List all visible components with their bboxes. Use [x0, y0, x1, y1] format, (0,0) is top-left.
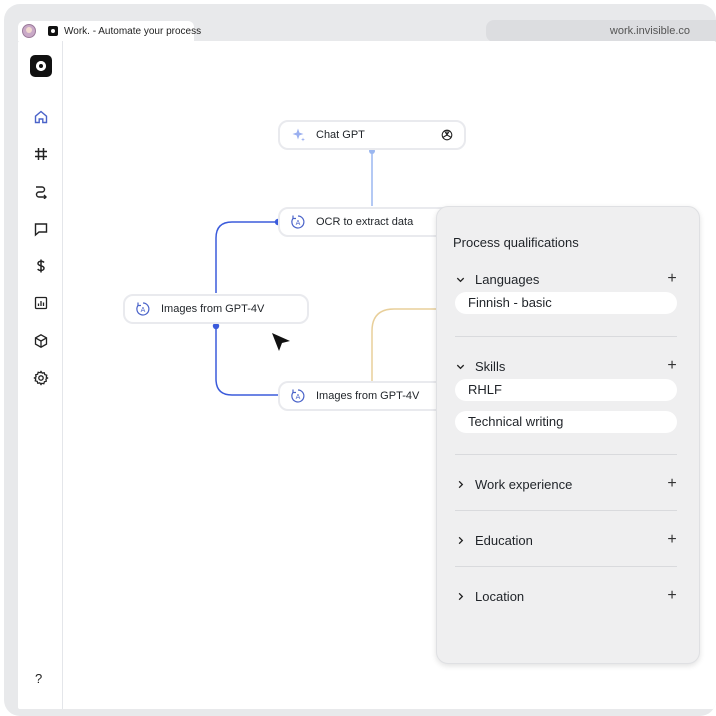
section-education[interactable]: Education +: [453, 531, 679, 549]
favicon-icon: [48, 26, 58, 36]
chevron-right-icon: [453, 533, 467, 547]
connector-images-ocr: [215, 221, 278, 293]
sparkle-icon: [290, 127, 306, 143]
browser-window: Work. - Automate your process work.invis…: [4, 4, 716, 716]
process-qualifications-panel: Process qualifications Languages + Finni…: [436, 206, 700, 664]
section-skills[interactable]: Skills +: [453, 357, 679, 375]
browser-tab-bar: Work. - Automate your process work.invis…: [4, 4, 716, 42]
svg-text:A: A: [296, 394, 301, 401]
section-location[interactable]: Location +: [453, 587, 679, 605]
section-label: Skills: [475, 358, 506, 374]
sidebar: ?: [18, 41, 63, 709]
node-label: Images from GPT-4V: [316, 390, 420, 402]
workflow-icon[interactable]: [32, 182, 50, 200]
section-work-experience[interactable]: Work experience +: [453, 475, 679, 493]
panel-title: Process qualifications: [453, 235, 579, 250]
divider: [455, 566, 677, 567]
browser-tab[interactable]: Work. - Automate your process: [18, 21, 201, 41]
chevron-down-icon: [453, 359, 467, 373]
section-label: Work experience: [475, 476, 573, 492]
chevron-right-icon: [453, 477, 467, 491]
section-label: Languages: [475, 271, 540, 287]
add-work-experience-button[interactable]: +: [667, 475, 677, 492]
add-language-button[interactable]: +: [667, 270, 677, 287]
svg-text:A: A: [296, 220, 301, 227]
app-window: ? Chat GPT: [18, 41, 716, 709]
skill-item[interactable]: RHLF: [455, 379, 677, 401]
section-languages[interactable]: Languages +: [453, 270, 679, 288]
add-education-button[interactable]: +: [667, 531, 677, 548]
section-label: Education: [475, 532, 533, 548]
chevron-right-icon: [453, 589, 467, 603]
home-icon[interactable]: [32, 108, 50, 126]
chat-icon[interactable]: [32, 220, 50, 238]
auto-icon: A: [290, 388, 306, 404]
language-item[interactable]: Finnish - basic: [455, 292, 677, 314]
divider: [455, 454, 677, 455]
svg-text:A: A: [141, 307, 146, 314]
chevron-down-icon: [453, 272, 467, 286]
avatar[interactable]: [22, 24, 36, 38]
auto-icon: A: [135, 301, 151, 317]
connector-dot: [212, 322, 220, 330]
add-location-button[interactable]: +: [667, 587, 677, 604]
section-label: Location: [475, 588, 525, 604]
node-label: OCR to extract data: [316, 216, 414, 228]
openai-icon: [440, 128, 454, 142]
node-images-gpt4v[interactable]: A Images from GPT-4V: [123, 294, 309, 324]
cube-icon[interactable]: [32, 332, 50, 350]
connector-tan: [371, 308, 436, 396]
hash-icon[interactable]: [32, 145, 50, 163]
node-label: Chat GPT: [316, 129, 365, 141]
node-chat-gpt[interactable]: Chat GPT: [278, 120, 466, 150]
divider: [455, 510, 677, 511]
mouse-cursor-icon: [272, 333, 290, 351]
dollar-icon[interactable]: [32, 257, 50, 275]
auto-icon: A: [290, 214, 306, 230]
connector-images-images: [215, 326, 278, 396]
node-label: Images from GPT-4V: [161, 303, 265, 315]
app-logo[interactable]: [30, 55, 52, 77]
report-icon[interactable]: [32, 294, 50, 312]
skill-item[interactable]: Technical writing: [455, 411, 677, 433]
url-bar[interactable]: work.invisible.co: [486, 20, 716, 42]
workflow-canvas[interactable]: Chat GPT A OCR to extract data A Images …: [62, 41, 716, 709]
add-skill-button[interactable]: +: [667, 357, 677, 374]
help-button[interactable]: ?: [35, 671, 43, 686]
divider: [455, 336, 677, 337]
settings-icon[interactable]: [32, 369, 50, 387]
tab-title: Work. - Automate your process: [64, 25, 202, 37]
